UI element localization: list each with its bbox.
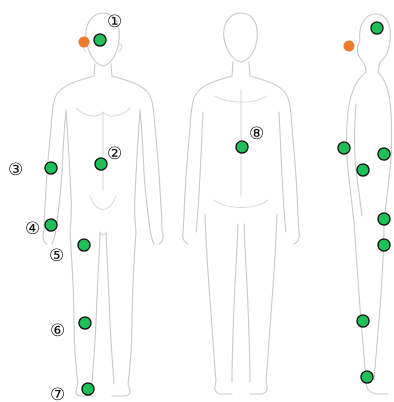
label-5: ⑤ [49,246,64,266]
marker-side-thigh [378,239,390,251]
label-6: ⑥ [50,321,65,341]
marker-5 [78,239,90,251]
marker-side-ankle [361,371,373,383]
measurement-markers [45,22,390,395]
label-8: ⑧ [249,124,264,144]
marker-orange-side [344,41,355,52]
marker-1 [94,34,106,46]
label-4: ④ [25,219,40,239]
marker-side-chest [378,148,390,160]
marker-7 [82,383,94,395]
marker-2 [95,158,107,170]
label-3: ③ [8,160,23,180]
marker-3 [45,162,57,174]
marker-side-back [338,142,350,154]
marker-side-hand [378,213,390,225]
marker-6 [79,317,91,329]
side-figure [347,14,392,394]
label-7: ⑦ [50,385,65,402]
label-1: ① [107,12,122,32]
back-figure [183,13,300,394]
marker-side-head [371,22,383,34]
marker-8 [236,141,248,153]
marker-orange-front [79,37,90,48]
marker-side-knee [357,315,369,327]
label-2: ② [107,144,122,164]
marker-labels: ① ② ③ ④ ⑤ ⑥ ⑦ ⑧ [8,12,264,402]
marker-4 [45,219,57,231]
marker-side-waist [357,164,369,176]
